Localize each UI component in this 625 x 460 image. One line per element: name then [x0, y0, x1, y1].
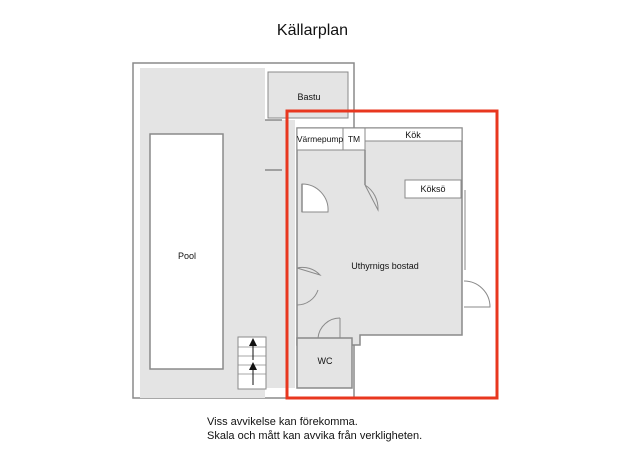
shower-icon [301, 183, 329, 213]
label-kokso: Köksö [420, 184, 445, 194]
hall-floor [265, 120, 295, 388]
label-pool: Pool [178, 251, 196, 261]
label-bastu: Bastu [297, 92, 320, 102]
door-swing-icon-hall [296, 266, 322, 277]
plan-title: Källarplan [276, 22, 349, 39]
label-bostad: Uthyrnigs bostad [351, 261, 419, 271]
apartment-floor [296, 127, 463, 346]
door-swing-icon-wc [317, 317, 341, 339]
highlight-frame [285, 109, 499, 400]
label-wc: WC [318, 356, 333, 366]
label-varmepump: Värmepump [297, 134, 344, 144]
wc-room [296, 337, 353, 389]
disclaimer-line: Viss avvikelse kan förekomma. [207, 416, 358, 428]
stair-arrow-up-icon [249, 338, 257, 385]
door-swing-icon-hall-2 [296, 284, 319, 306]
label-kok: Kök [405, 130, 421, 140]
kitchen-counter [364, 127, 463, 142]
disclaimer: Viss avvikelse kan förekomma. Skala och … [207, 415, 422, 443]
door-swing-icon-exterior [463, 280, 491, 308]
kitchen-island [404, 179, 462, 199]
label-tm: TM [348, 134, 360, 144]
stairs [237, 336, 267, 390]
disclaimer-line: Skala och mått kan avvika från verklighe… [207, 430, 423, 442]
door-swing-icon [364, 184, 379, 212]
pool [149, 133, 224, 370]
